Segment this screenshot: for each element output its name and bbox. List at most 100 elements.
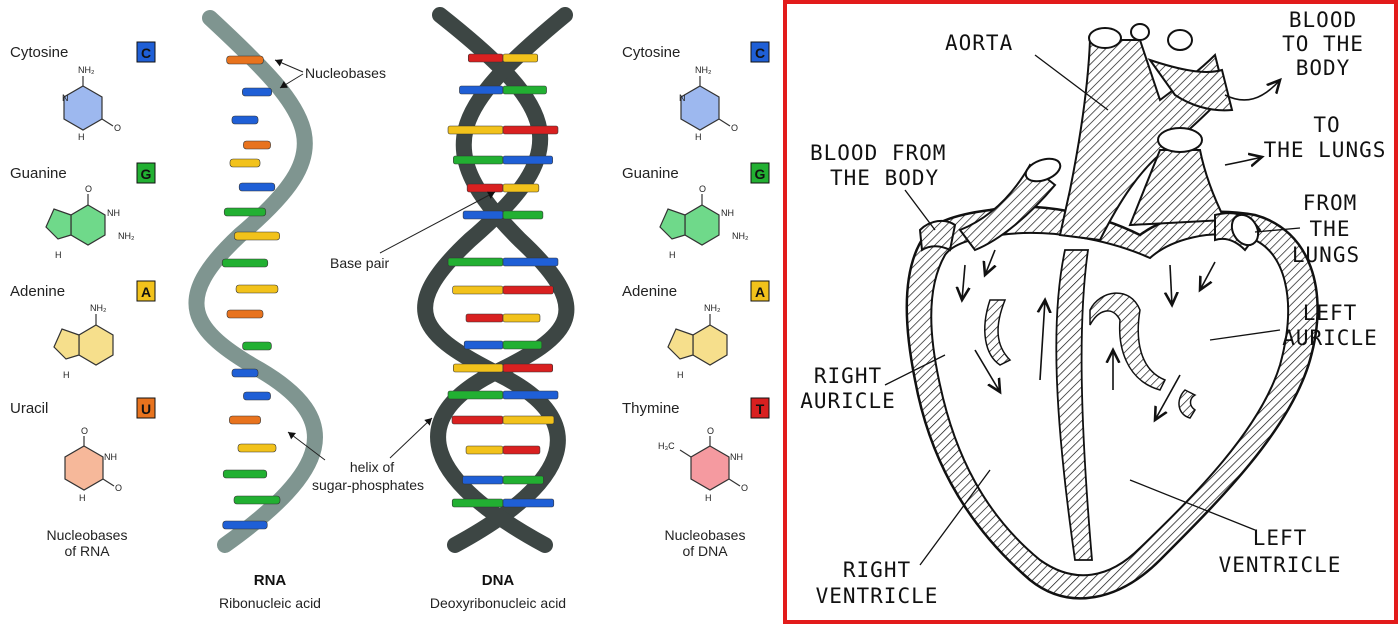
aorta-branch <box>1167 29 1193 51</box>
dna-footer-line1: Nucleobases <box>665 527 746 543</box>
aorta-label: AORTA <box>945 31 1013 55</box>
dna-base-pair-half <box>502 363 554 373</box>
pulmonary-vein-opening <box>1230 213 1260 247</box>
adenine-structure-icon: NH₂ H <box>667 303 728 380</box>
right-ventricle-label-1: RIGHT <box>843 558 911 582</box>
base-pair-pointer <box>379 191 496 254</box>
right-auricle-label-2: AURICLE <box>800 389 896 413</box>
guanine-structure-icon: O NH NH₂ H <box>45 184 135 260</box>
base-letter: A <box>755 284 765 300</box>
dna-base-pair-half <box>447 257 504 267</box>
rna-base-rung <box>237 443 277 453</box>
rna-footer-line1: Nucleobases <box>47 527 128 543</box>
svg-text:H: H <box>79 493 86 503</box>
adenine-badge <box>136 280 156 302</box>
helix-pointer <box>389 417 433 459</box>
dna-base-pair-half <box>467 53 504 63</box>
rna-base-rung <box>231 115 259 125</box>
blood-to-body-label-1: BLOOD <box>1289 8 1357 32</box>
rna-base-name: Cytosine <box>10 44 68 61</box>
dna-base-pair-half <box>452 363 504 373</box>
rna-base-rung <box>242 341 272 351</box>
rna-base-rung <box>223 207 267 217</box>
dna-base-pair-half <box>502 183 540 193</box>
rna-base-rung <box>243 140 271 150</box>
dna-subtitle: Deoxyribonucleic acid <box>430 595 566 611</box>
rna-base-name: Adenine <box>10 283 65 300</box>
dna-base-pair-half <box>502 53 539 63</box>
rna-base-guanine: Guanine G O NH NH₂ H <box>10 162 156 260</box>
rna-title: RNA <box>254 572 287 589</box>
svg-text:NH₂: NH₂ <box>78 65 95 75</box>
guanine-structure-icon: O NH NH₂ H <box>659 184 749 260</box>
rna-base-uracil: Uracil U O NH O H <box>10 397 156 503</box>
svg-text:NH: NH <box>721 208 734 218</box>
cytosine-structure-icon: NH₂ N H O <box>679 65 738 142</box>
dna-base-pair-half <box>447 125 504 135</box>
rna-base-rung <box>235 284 279 294</box>
pulmonary-opening <box>1157 127 1203 153</box>
left-ventricle-label-2: VENTRICLE <box>1219 553 1342 577</box>
uracil-badge <box>136 397 156 419</box>
aorta-arch <box>1147 58 1234 112</box>
rna-base-rung <box>238 182 276 192</box>
heart-septum <box>1055 249 1093 561</box>
dna-base-pair-half <box>502 445 541 455</box>
flow-arrow <box>1170 264 1172 305</box>
from-lungs-label-2: THE <box>1310 217 1351 241</box>
right-ventricle-label-2: VENTRICLE <box>816 584 939 608</box>
svg-text:N: N <box>679 93 686 103</box>
dna-base-pair-half <box>451 498 504 508</box>
dna-base-pair-half <box>459 85 504 95</box>
rna-base-name: Guanine <box>10 165 67 182</box>
right-auricle-label-1: RIGHT <box>814 364 882 388</box>
to-lungs-arrow <box>1224 157 1262 165</box>
dna-base-pair-half <box>462 210 504 220</box>
dna-base-pair-half <box>502 415 555 425</box>
dna-base-pair-half <box>502 125 559 135</box>
to-body-arrow <box>1224 80 1280 101</box>
blood-from-body-label-2: THE BODY <box>830 166 939 190</box>
svg-text:N: N <box>62 93 69 103</box>
svg-text:O: O <box>85 184 92 194</box>
nucleobases-pointer <box>279 73 304 89</box>
svg-text:H: H <box>677 370 684 380</box>
nucleobases-callout: Nucleobases <box>305 65 386 81</box>
vena-cava <box>958 163 1057 252</box>
dna-base-name: Adenine <box>622 283 677 300</box>
dna-backbone-2 <box>430 7 575 553</box>
flow-arrow <box>962 264 965 300</box>
svg-text:NH₂: NH₂ <box>695 65 712 75</box>
svg-text:H: H <box>705 493 712 503</box>
dna-base-pair-rungs <box>447 53 559 508</box>
svg-text:NH₂: NH₂ <box>732 231 749 241</box>
dna-base-pair-half <box>502 155 553 165</box>
dna-base-pair-half <box>453 155 504 165</box>
base-letter: C <box>755 45 765 61</box>
svg-text:O: O <box>81 426 88 436</box>
svg-text:NH: NH <box>107 208 120 218</box>
svg-text:NH₂: NH₂ <box>90 303 107 313</box>
rna-backbone <box>188 10 323 553</box>
svg-text:H: H <box>63 370 70 380</box>
thymine-badge <box>750 397 770 419</box>
blood-from-body-label-1: BLOOD FROM <box>810 141 946 165</box>
rna-base-rung <box>233 495 281 505</box>
flow-arrow <box>1155 374 1181 420</box>
adenine-structure-icon: NH₂ H <box>53 303 114 380</box>
helix-callout-line1: helix of <box>350 459 394 475</box>
dna-base-pair-half <box>465 313 504 323</box>
dna-base-legend: Cytosine C NH₂ N H O Guanine G <box>622 41 770 559</box>
guanine-badge <box>750 162 770 184</box>
dna-base-name: Guanine <box>622 165 679 182</box>
aorta-branch <box>1088 27 1122 49</box>
rna-base-rung <box>231 368 259 378</box>
dna-footer-line2: of DNA <box>682 543 728 559</box>
rna-base-legend: Cytosine C NH₂ N H O Guanine G <box>10 41 156 559</box>
base-letter: T <box>756 401 765 417</box>
svg-text:NH₂: NH₂ <box>118 231 135 241</box>
dna-base-guanine: Guanine G O NH NH₂ H <box>622 162 770 260</box>
right-valve <box>984 299 1012 366</box>
svg-text:H: H <box>78 132 85 142</box>
